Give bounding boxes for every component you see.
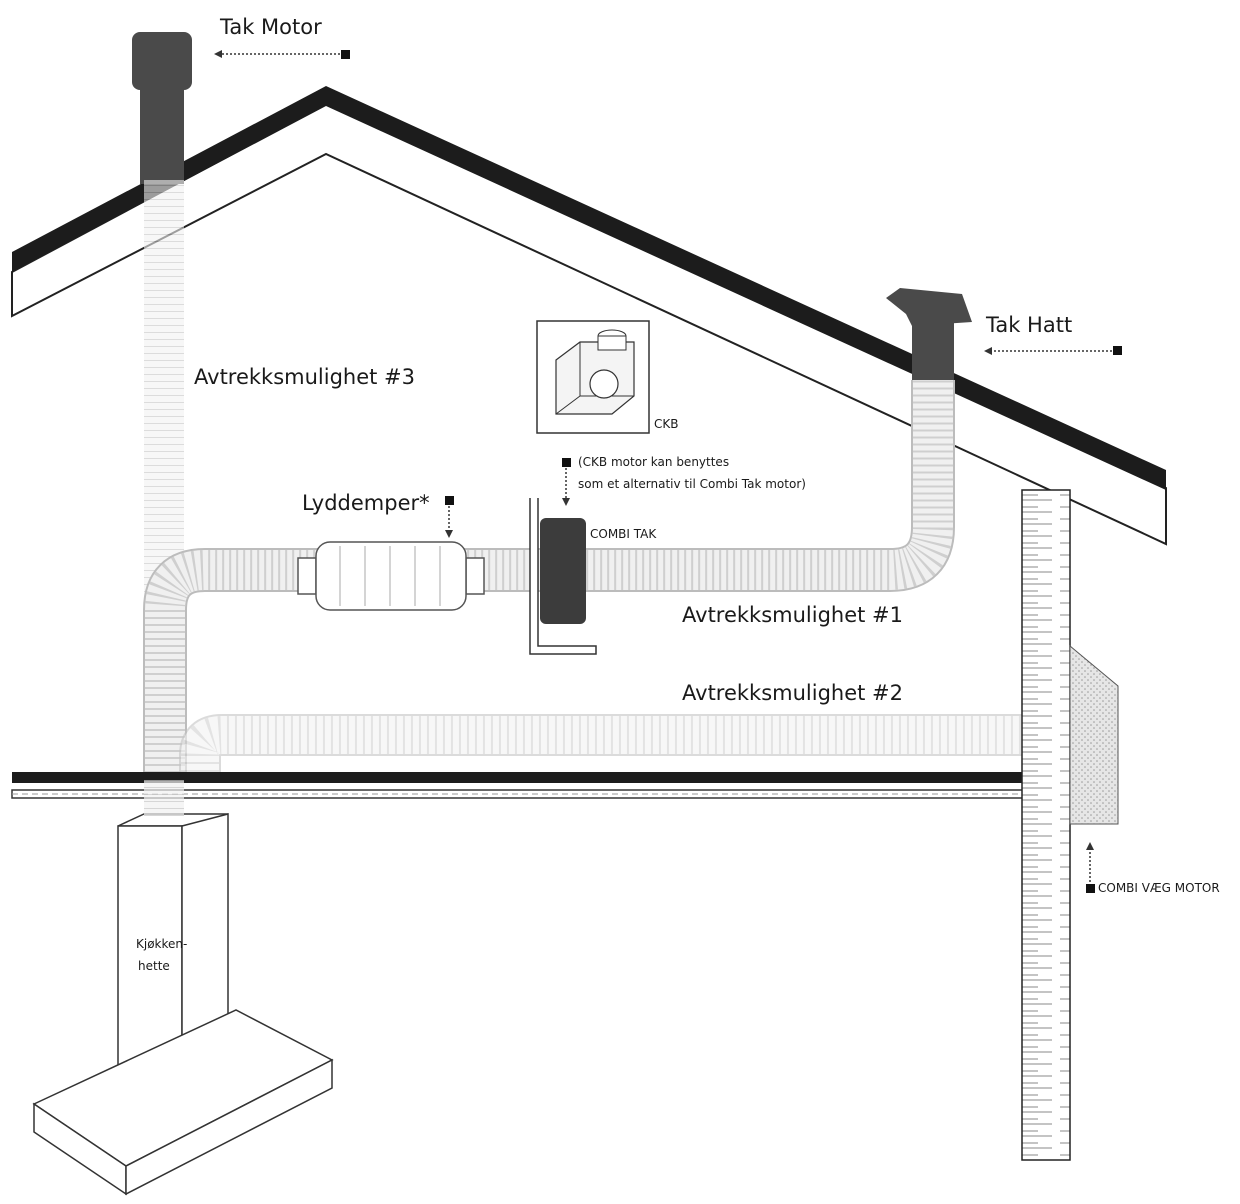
label-kjokken-2: hette <box>138 959 170 973</box>
lyddemper-collar-right <box>465 557 485 595</box>
tak-hatt-hood <box>886 288 972 326</box>
exterior-wall <box>1021 489 1071 1161</box>
combi-tak-bracket <box>529 498 597 655</box>
roof <box>11 86 1167 546</box>
label-combi-vaeg-motor: COMBI VÆG MOTOR <box>1098 881 1220 895</box>
label-ckb-note-1: (CKB motor kan benyttes <box>578 455 729 469</box>
tak-motor-cap <box>132 32 192 90</box>
label-ckb-note-2: som et alternativ til Combi Tak motor) <box>578 477 806 491</box>
label-avtrekk-2: Avtrekksmulighet #2 <box>682 681 903 705</box>
lyddemper-body <box>315 541 467 611</box>
tak-hatt-stack <box>912 318 954 388</box>
tak-motor <box>132 32 192 184</box>
hood-canopy-side <box>125 1058 333 1196</box>
label-tak-motor: Tak Motor <box>219 15 322 39</box>
lyddemper-collar-left <box>297 557 317 595</box>
ckb-fan-icon <box>589 369 619 399</box>
combi-vaeg-marker <box>1086 884 1095 893</box>
callouts <box>214 50 1122 893</box>
lyddemper-marker <box>445 496 454 505</box>
combi-vaeg-motor-box <box>1069 644 1119 825</box>
tak-hatt <box>886 288 972 388</box>
label-avtrekk-1: Avtrekksmulighet #1 <box>682 603 903 627</box>
label-combi-tak: COMBI TAK <box>590 527 657 541</box>
lyddemper <box>297 541 485 611</box>
combi-tak-body <box>540 518 586 624</box>
tak-motor-marker <box>341 50 350 59</box>
tak-hatt-marker <box>1113 346 1122 355</box>
label-ckb: CKB <box>654 417 678 431</box>
ckb-note-marker <box>562 458 571 467</box>
label-lyddemper: Lyddemper* <box>302 491 430 515</box>
label-avtrekk-3: Avtrekksmulighet #3 <box>194 365 415 389</box>
combi-tak-motor <box>529 498 597 655</box>
ckb-inset <box>536 320 650 434</box>
label-kjokken-1: Kjøkken- <box>136 937 187 951</box>
label-tak-hatt: Tak Hatt <box>985 313 1072 337</box>
tak-motor-stack <box>140 84 184 184</box>
duct-avtrekk-2 <box>179 714 1030 780</box>
kjokken-hette <box>32 780 334 1196</box>
